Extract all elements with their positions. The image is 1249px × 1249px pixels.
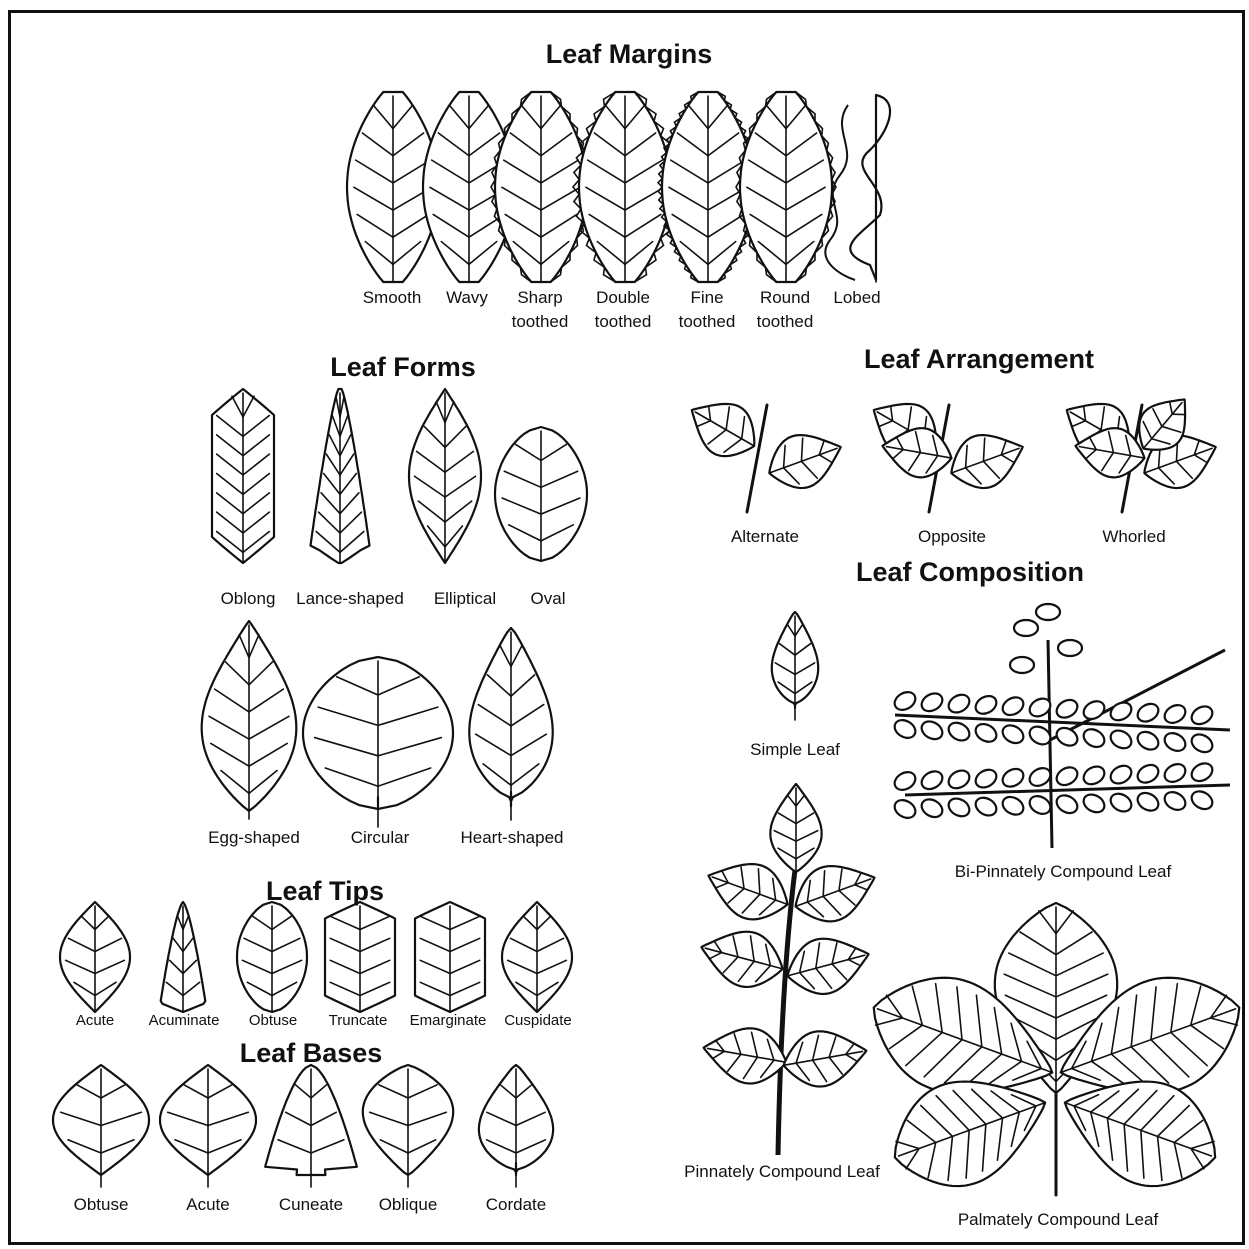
margin-leaf-2 — [491, 92, 591, 282]
leaf-drawings — [53, 92, 1249, 1206]
margin-label-round-toothed: toothed — [757, 312, 814, 331]
tip-label-emarginate: Emarginate — [410, 1012, 487, 1029]
margins-illustrations — [347, 92, 890, 282]
arrangement-title: Leaf Arrangement — [864, 344, 1094, 374]
margin-label-sharp: Sharp — [517, 288, 562, 307]
arrangement-opp — [861, 387, 1032, 512]
forms-title: Leaf Forms — [330, 352, 476, 382]
arrangement-illustrations — [679, 385, 1225, 512]
pinnate-leaf — [694, 784, 884, 1155]
margin-label-double-toothed: toothed — [595, 312, 652, 331]
base-label-cordate: Cordate — [486, 1195, 546, 1214]
tip-label-acute: Acute — [76, 1012, 114, 1029]
form-label-oblong: Oblong — [221, 589, 276, 608]
tips-illustrations — [60, 902, 572, 1012]
forms-illustrations — [202, 389, 587, 827]
margin-label-wavy: Wavy — [446, 288, 488, 307]
margin-label-double: Double — [596, 288, 650, 307]
margins-title: Leaf Margins — [546, 39, 713, 69]
form-label-circular: Circular — [351, 828, 410, 847]
tip-label-cuspidate: Cuspidate — [504, 1012, 572, 1029]
form-label-lance-shaped: Lance-shaped — [296, 589, 404, 608]
form-label-oval: Oval — [531, 589, 566, 608]
tip-label-acuminate: Acuminate — [149, 1012, 220, 1029]
bases-illustrations — [53, 1065, 553, 1187]
composition-label-bipinnate: Bi-Pinnately Compound Leaf — [955, 862, 1172, 881]
tip-label-truncate: Truncate — [329, 1012, 388, 1029]
arrangement-label-whorled: Whorled — [1102, 527, 1165, 546]
arrangement-label-opposite: Opposite — [918, 527, 986, 546]
arrangement-label-alternate: Alternate — [731, 527, 799, 546]
bases-title: Leaf Bases — [240, 1038, 383, 1068]
composition-title: Leaf Composition — [856, 557, 1084, 587]
form-label-egg-shaped: Egg-shaped — [208, 828, 300, 847]
form-label-elliptical: Elliptical — [434, 589, 496, 608]
palmate-leaf — [854, 903, 1249, 1206]
margin-leaf-5 — [736, 92, 836, 282]
margin-label-fine-toothed: toothed — [679, 312, 736, 331]
arrangement-alt — [679, 387, 850, 512]
composition-label-simple: Simple Leaf — [750, 740, 840, 759]
arrangement-whorl — [1054, 385, 1225, 512]
bipinnate-leaf — [891, 604, 1230, 848]
composition-illustrations — [694, 604, 1249, 1206]
base-label-cuneate: Cuneate — [279, 1195, 343, 1214]
base-label-obtuse: Obtuse — [74, 1195, 129, 1214]
form-label-heart-shaped: Heart-shaped — [460, 828, 563, 847]
margin-label-fine: Fine — [690, 288, 723, 307]
tips-title: Leaf Tips — [266, 876, 384, 906]
margin-label-sharp-toothed: toothed — [512, 312, 569, 331]
margin-label-smooth: Smooth — [363, 288, 422, 307]
composition-label-pinnate: Pinnately Compound Leaf — [684, 1162, 880, 1181]
base-label-oblique: Oblique — [379, 1195, 438, 1214]
tip-label-obtuse: Obtuse — [249, 1012, 297, 1029]
margin-label-round: Round — [760, 288, 810, 307]
margin-label-lobed: Lobed — [833, 288, 880, 307]
base-label-acute: Acute — [186, 1195, 229, 1214]
composition-label-palmate: Palmately Compound Leaf — [958, 1210, 1159, 1229]
